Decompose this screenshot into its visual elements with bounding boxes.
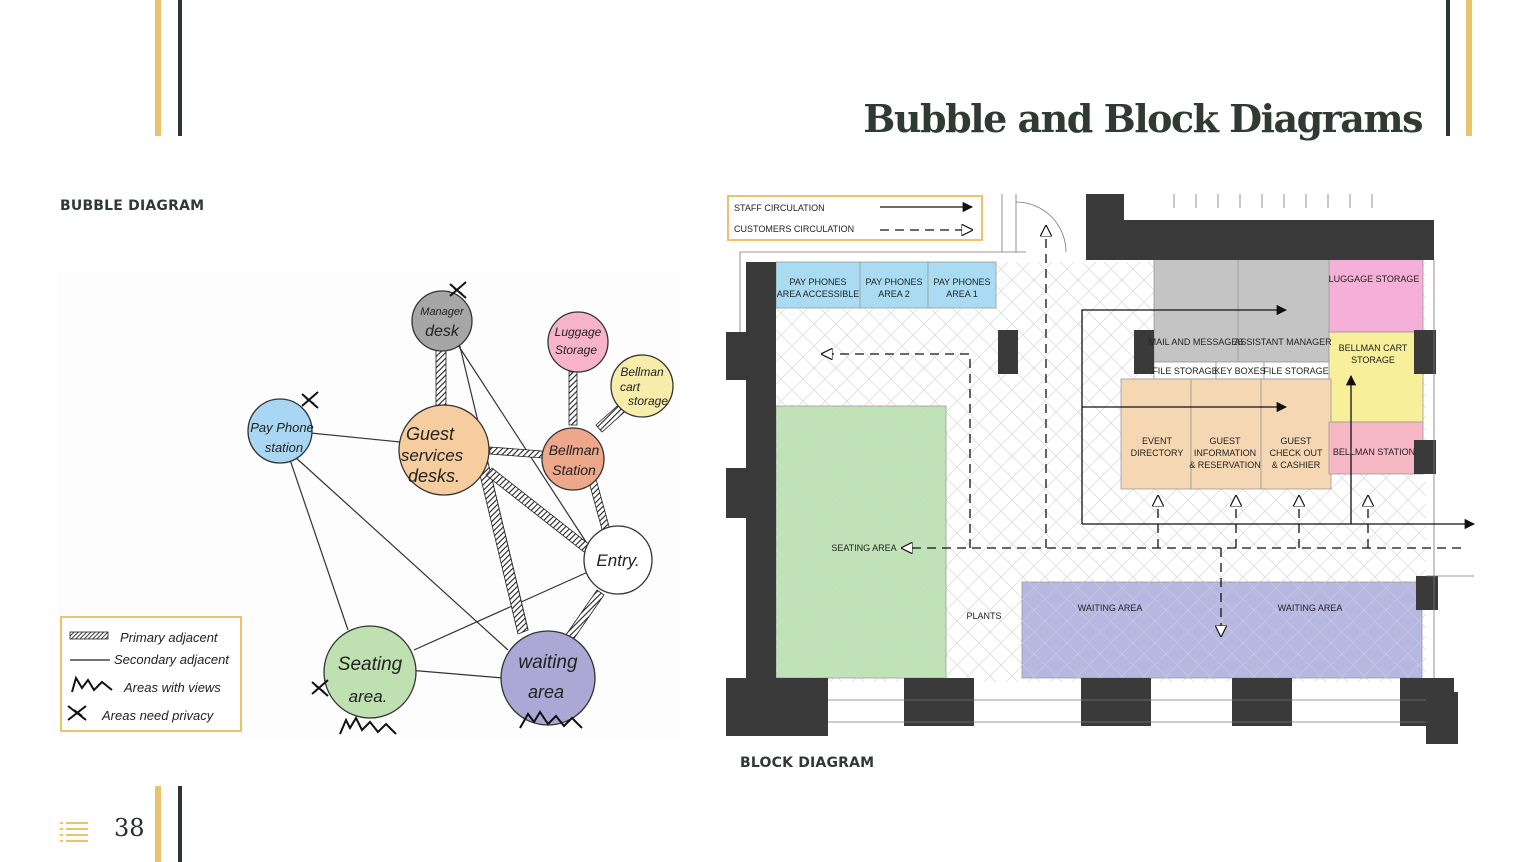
room-guest-checkout	[1260, 378, 1332, 490]
bubble-label-guest-line3: desks.	[408, 466, 460, 486]
bubble-guest-services-desks	[398, 404, 490, 496]
label-pp2-1: PAY PHONES	[865, 277, 922, 287]
bubble-label-bellcart-line1: Bellman	[620, 365, 664, 379]
label-seating-area: SEATING AREA	[831, 543, 896, 553]
bubble-legend: Primary adjacent Secondary adjacent Area…	[60, 616, 242, 732]
legend-privacy-icon	[67, 705, 87, 721]
legend-secondary-text: Secondary adjacent	[114, 652, 230, 667]
accent-bar-top-left-gold	[155, 0, 161, 136]
accent-bar-top-right-dark	[1446, 0, 1450, 136]
privacy-marker-icon	[301, 391, 319, 409]
legend-views-text: Areas with views	[123, 680, 221, 695]
label-mail-and-messages: MAIL AND MESSAGES	[1149, 337, 1244, 347]
label-luggage-storage: LUGGAGE STORAGE	[1329, 274, 1420, 284]
legend-primary-swatch	[69, 631, 109, 640]
block-diagram-label: BLOCK DIAGRAM	[740, 755, 875, 771]
room-luggage-storage	[1328, 247, 1424, 333]
bubble-label-luggage-line1: Luggage	[555, 325, 602, 339]
bubble-diagram: Manager desk Luggage Storage Bellman car…	[58, 270, 680, 740]
customers-circulation-path	[822, 226, 1461, 636]
bubble-pay-phone-station	[247, 398, 313, 464]
accent-bar-top-right-gold	[1466, 0, 1472, 136]
legend-staff-circulation: STAFF CIRCULATION	[734, 203, 825, 213]
label-bellman-cart-1: BELLMAN CART	[1339, 343, 1408, 353]
bubble-label-manager-line2: desk	[425, 323, 460, 340]
label-guestinfo-1: GUEST	[1209, 436, 1241, 446]
label-guestinfo-3: & RESERVATION	[1189, 460, 1261, 470]
list-menu-icon[interactable]	[58, 820, 90, 842]
legend-customers-circulation: CUSTOMERS CIRCULATION	[734, 224, 854, 234]
bubble-manager-desk	[411, 290, 473, 352]
legend-privacy-text: Areas need privacy	[101, 708, 215, 723]
label-key-boxes: KEY BOXES	[1214, 366, 1265, 376]
label-file-storage-1: FILE STORAGE	[1152, 366, 1217, 376]
label-pp1-1: PAY PHONES	[933, 277, 990, 287]
room-bellman-cart-storage	[1328, 331, 1424, 423]
bubble-label-payphone-line2: station	[265, 440, 303, 455]
room-bellman-station	[1328, 421, 1424, 475]
bubble-seating-area	[323, 625, 417, 719]
label-checkout-2: CHECK OUT	[1269, 448, 1323, 458]
room-mail-and-messages	[1153, 247, 1239, 363]
bubble-label-guest-line1: Guest	[406, 424, 455, 444]
bubble-label-payphone-line1: Pay Phone	[250, 420, 314, 435]
label-pp-access-1: PAY PHONES	[789, 277, 846, 287]
bubble-bellman-station	[541, 427, 605, 491]
label-assistant-manager: ASSISTANT MANAGER	[1234, 337, 1332, 347]
bubble-waiting-area	[500, 630, 596, 726]
label-plants: PLANTS	[966, 611, 1001, 621]
privacy-marker-icon	[449, 281, 467, 299]
block-legend: STAFF CIRCULATION CUSTOMERS CIRCULATION	[727, 195, 983, 241]
label-pp2-2: AREA 2	[878, 289, 910, 299]
bubble-entry	[583, 525, 653, 595]
walls	[726, 194, 1458, 744]
bubble-label-bellcart-line2: cart	[620, 380, 641, 394]
accent-bar-top-left-dark	[178, 0, 182, 136]
accent-bar-bottom-dark	[178, 786, 182, 862]
label-waiting-area-2: WAITING AREA	[1278, 603, 1343, 613]
bubble-label-waiting-line2: area	[528, 682, 564, 702]
privacy-marker-icon	[311, 679, 329, 697]
page-title: Bubble and Block Diagrams	[863, 96, 1423, 141]
room-pay-phones-1	[927, 261, 997, 309]
block-diagram: PAY PHONES AREA ACCESSIBLE PAY PHONES AR…	[726, 192, 1476, 748]
room-event-directory	[1120, 378, 1192, 490]
bubble-label-manager-line1: Manager	[420, 306, 465, 318]
room-pay-phones-2	[859, 261, 929, 309]
accent-bar-bottom-gold	[155, 786, 161, 862]
label-file-storage-2: FILE STORAGE	[1263, 366, 1328, 376]
bubble-label-luggage-line2: Storage	[555, 343, 597, 357]
bubble-label-waiting-line1: waiting	[518, 652, 578, 673]
primary-adjacency-lines	[435, 349, 631, 651]
bubble-label-bellstation-line1: Bellman	[549, 442, 600, 458]
label-guestinfo-2: INFORMATION	[1194, 448, 1256, 458]
bubble-label-seating-line2: area.	[349, 687, 388, 706]
page-number: 38	[114, 814, 145, 842]
label-event-1: EVENT	[1142, 436, 1173, 446]
label-checkout-3: & CASHIER	[1272, 460, 1321, 470]
label-pp-access-2: AREA ACCESSIBLE	[777, 289, 860, 299]
bubble-label-seating-line1: Seating	[338, 654, 403, 675]
staff-circulation-path	[1081, 304, 1476, 530]
secondary-adjacency-lines	[280, 329, 589, 679]
views-marker-icon	[519, 710, 583, 729]
bubble-bellman-cart-storage	[610, 354, 674, 418]
label-checkout-1: GUEST	[1280, 436, 1312, 446]
views-marker-icon	[339, 715, 397, 735]
label-pp1-2: AREA 1	[946, 289, 978, 299]
bubble-label-guest-line2: services	[401, 446, 464, 465]
bubble-diagram-label: BUBBLE DIAGRAM	[60, 198, 205, 214]
bubble-label-entry: Entry.	[596, 551, 639, 570]
label-event-2: DIRECTORY	[1131, 448, 1184, 458]
bubble-label-bellstation-line2: Station	[552, 462, 596, 478]
legend-views-icon	[71, 675, 113, 693]
bubble-label-bellcart-line3: storage	[628, 394, 668, 408]
label-bellman-station: BELLMAN STATION	[1333, 447, 1415, 457]
label-waiting-area-1: WAITING AREA	[1078, 603, 1143, 613]
label-bellman-cart-2: STORAGE	[1351, 355, 1395, 365]
bubble-luggage-storage	[547, 311, 609, 373]
legend-primary-text: Primary adjacent	[120, 630, 219, 645]
room-guest-information	[1190, 378, 1262, 490]
